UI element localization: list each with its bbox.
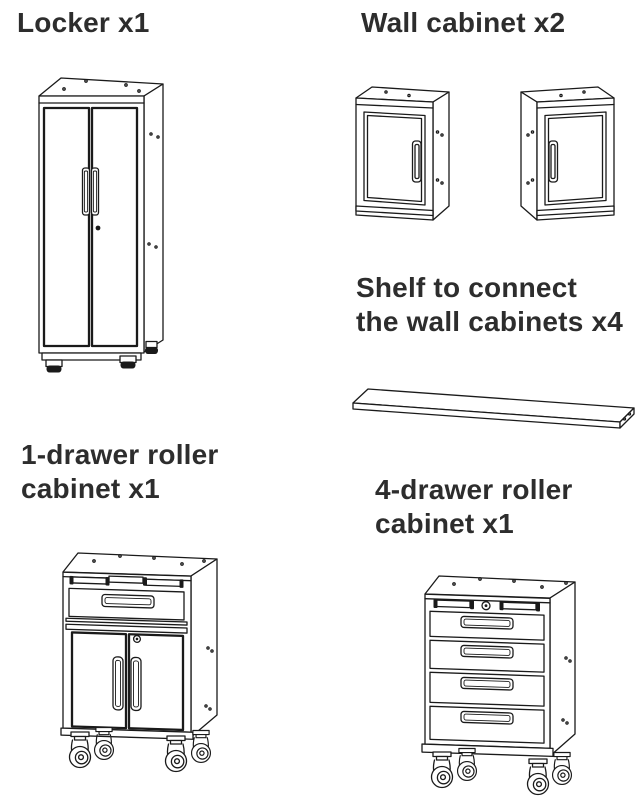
one-drawer-roller-cabinet-illustration xyxy=(60,552,218,773)
wall-cabinet-right-illustration xyxy=(520,86,615,221)
locker-label-line: Locker x1 xyxy=(17,7,150,38)
locker-left-door xyxy=(42,106,91,348)
locker-feet xyxy=(45,340,158,373)
locker-side xyxy=(143,83,164,353)
drawer-handle xyxy=(460,615,514,630)
door-lock-icon xyxy=(132,634,142,644)
four-drawer-label-line1: 4-drawer roller xyxy=(375,474,573,505)
cabinet-lock-icon xyxy=(481,601,491,611)
cabinet-side xyxy=(190,558,218,738)
locker-screw-dots xyxy=(62,79,160,249)
shelf-screw-dots xyxy=(622,412,632,421)
connecting-shelf-illustration xyxy=(352,388,635,429)
one-drawer-roller-cabinet-label: 1-drawer roller cabinet x1 xyxy=(21,438,219,506)
four-drawer-label-line2: cabinet x1 xyxy=(375,508,514,539)
drawer-handle xyxy=(101,593,155,609)
drawer-4 xyxy=(429,705,545,744)
door-handles xyxy=(112,656,142,712)
drawer-handle xyxy=(460,676,514,691)
top-rail xyxy=(433,598,540,612)
four-drawer-roller-cabinet-label: 4-drawer roller cabinet x1 xyxy=(375,473,573,541)
four-drawer-roller-cabinet-illustration xyxy=(421,575,576,796)
one-drawer-label-line2: cabinet x1 xyxy=(21,473,160,504)
locker-handles xyxy=(81,167,100,216)
drawer-handle xyxy=(460,644,514,659)
wall-cabinet-label: Wall cabinet x2 xyxy=(361,6,565,40)
drawer-1 xyxy=(429,610,545,641)
connecting-shelf-label-line1: Shelf to connect xyxy=(356,272,577,303)
locker-top xyxy=(38,77,164,97)
wall-cabinet-left-illustration xyxy=(355,86,450,221)
locker-label: Locker x1 xyxy=(17,6,150,40)
cabinet-screw-dots xyxy=(92,554,214,711)
drawer-3 xyxy=(429,671,545,707)
locker-illustration xyxy=(38,77,164,373)
connecting-shelf-label-line2: the wall cabinets x4 xyxy=(356,306,623,337)
top-rail xyxy=(69,575,184,588)
right-door xyxy=(127,633,185,732)
connecting-shelf-label: Shelf to connect the wall cabinets x4 xyxy=(356,271,623,339)
drawer-2 xyxy=(429,639,545,673)
drawer-handle xyxy=(460,710,514,725)
cabinet-side xyxy=(549,581,576,757)
cabinet-screw-dots xyxy=(452,577,572,725)
locker-lock-icon xyxy=(95,225,101,231)
one-drawer-label-line1: 1-drawer roller xyxy=(21,439,219,470)
wall-cabinet-label-line: Wall cabinet x2 xyxy=(361,7,566,38)
